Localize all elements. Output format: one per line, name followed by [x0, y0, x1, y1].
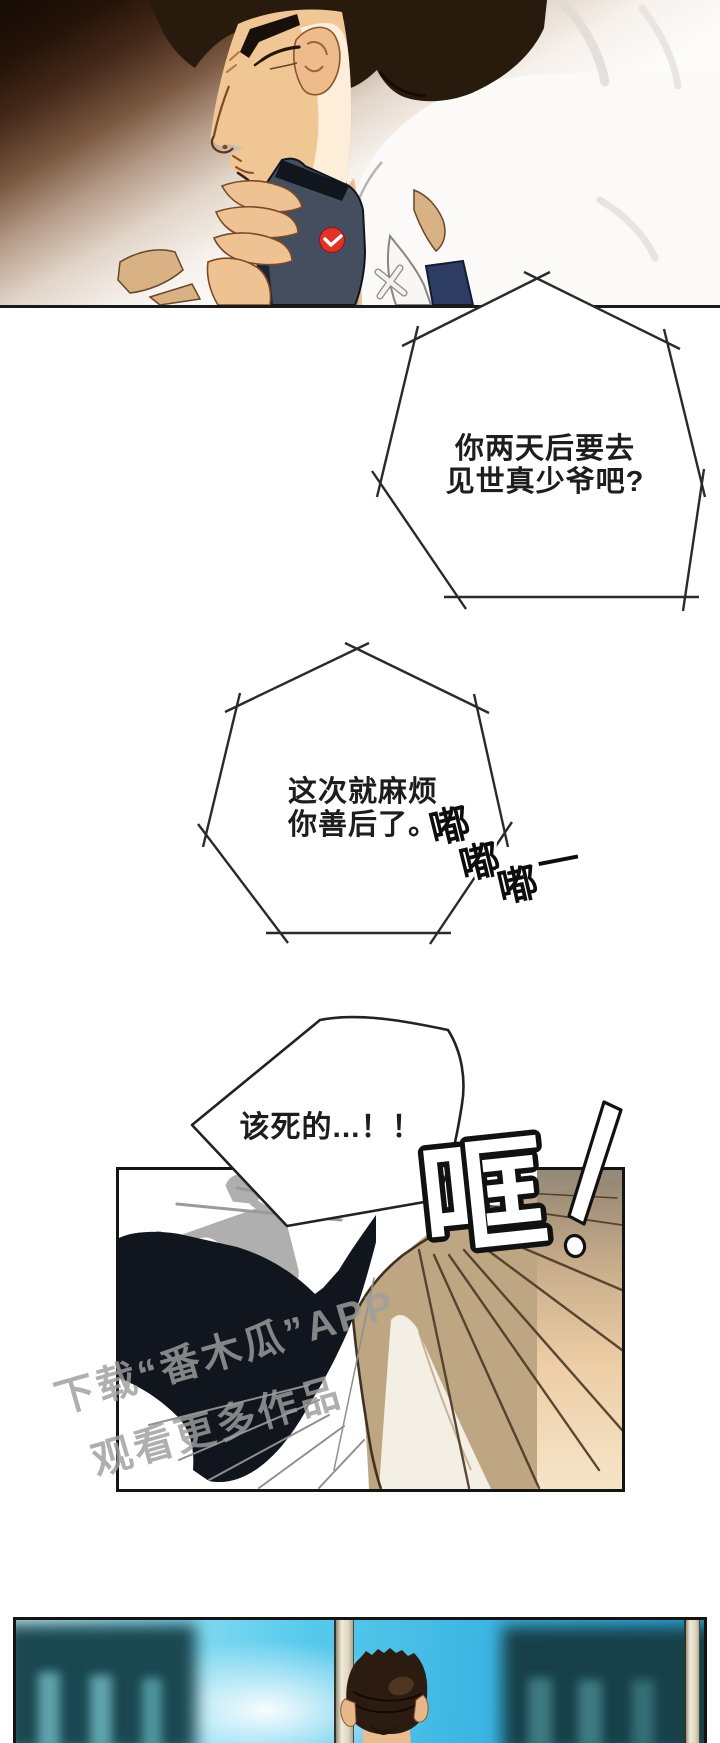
building-window-slit — [142, 1678, 162, 1743]
building-window-slit — [38, 1672, 60, 1743]
phone-call-illustration — [117, 0, 720, 305]
hand-holding-phone — [206, 179, 303, 305]
head-back-hair — [346, 1648, 428, 1734]
phone-logo — [319, 227, 345, 253]
bubble1-line2: 见世真少爷吧? — [445, 466, 645, 498]
panel-window-scene — [13, 1617, 707, 1743]
check-icon — [323, 234, 343, 247]
beep-sfx-dash: — — [534, 832, 582, 884]
building-window-slit — [90, 1675, 112, 1743]
jacket-collar — [413, 188, 446, 253]
bubble1-text: 你两天后要去 见世真少爷吧? — [405, 433, 685, 499]
panel-phone-call — [0, 0, 720, 308]
ear-right — [413, 1694, 429, 1723]
building-window-slit — [528, 1678, 552, 1743]
jacket-cuff — [117, 249, 202, 305]
bubble1-line1: 你两天后要去 — [454, 433, 635, 465]
eyebrow — [240, 14, 300, 58]
closed-eye — [253, 45, 301, 70]
ear — [293, 26, 341, 96]
thrown-phone-object — [119, 1215, 376, 1483]
bubble3-text: 该死的...！！ — [239, 1111, 423, 1144]
window-frame-bar — [684, 1620, 700, 1743]
nose — [210, 85, 234, 154]
building-window-slit — [578, 1680, 602, 1743]
ear-left — [340, 1698, 357, 1727]
beep-sfx-3: 嘟 — [493, 859, 543, 912]
man-back-view — [340, 1648, 429, 1743]
building-window-slit — [632, 1680, 654, 1743]
